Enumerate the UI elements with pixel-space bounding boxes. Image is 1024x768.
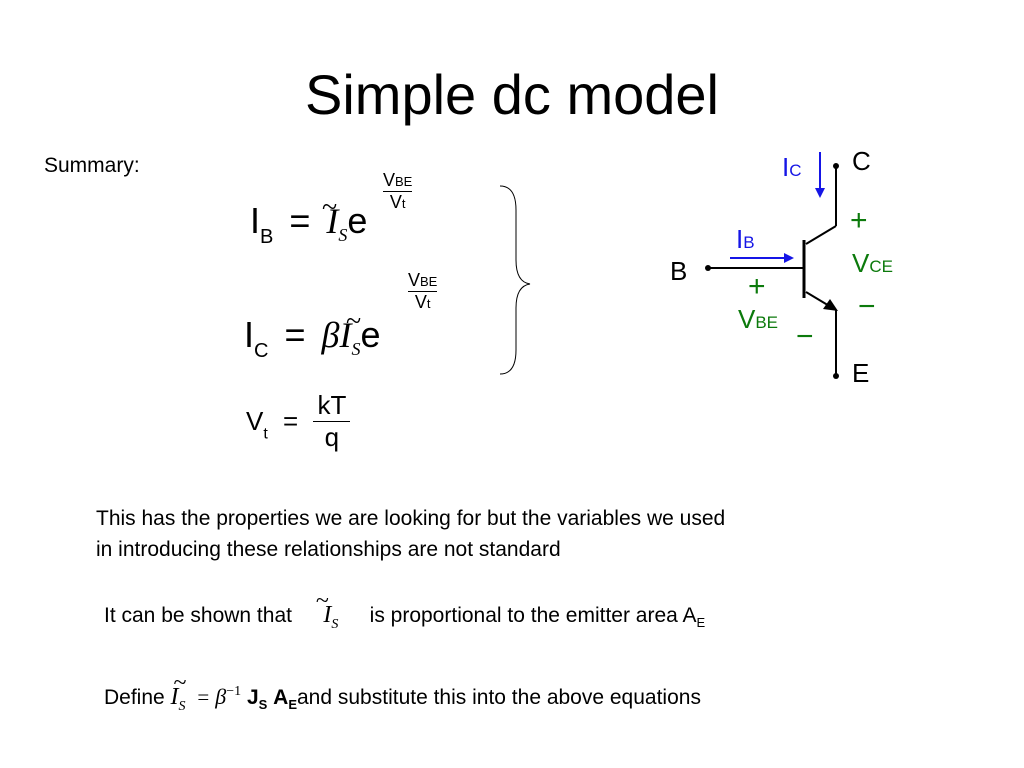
p2-post-subscript: E [696, 615, 706, 630]
equation-vt: Vt = kT q [246, 390, 351, 453]
ic-symbol: I [244, 314, 255, 355]
ic-is-symbol: I [339, 315, 352, 355]
vt-subscript: t [263, 425, 268, 443]
p3-a-subscript: E [288, 697, 297, 712]
collector-diag [805, 225, 837, 245]
p2-symbol: ~IS [315, 588, 339, 632]
ib-exponent: VBE Vt [383, 170, 413, 213]
emitter-arrow [823, 299, 838, 311]
ic-exponent: VBE Vt [408, 270, 438, 313]
vbe-minus: − [796, 320, 814, 353]
ic-exp-base: e [360, 314, 381, 355]
ib-subscript: B [260, 226, 274, 248]
ib-exp-numerator: VBE [383, 170, 413, 192]
vce-minus: − [858, 290, 876, 323]
vce-label: VCE [852, 248, 893, 278]
node-c-dot [833, 163, 839, 169]
p2-pre: It can be shown that [104, 604, 292, 627]
paragraph-define: Define ~IS =β−1 JS AEand substitute this… [104, 670, 701, 722]
vbe-plus: + [748, 270, 766, 303]
p3-post: and substitute this into the above equat… [297, 686, 701, 709]
p2-post: is proportional to the emitter area A [369, 604, 697, 627]
ic-is-subscript: S [351, 339, 361, 359]
vt-symbol: V [246, 406, 264, 436]
p3-tilde: ~ [173, 670, 187, 696]
p3-a: A [273, 686, 289, 709]
ib-is-subscript: S [338, 225, 348, 245]
ib-exp-denominator: Vt [389, 192, 406, 212]
node-c-label: C [852, 146, 871, 176]
ib-exp-base: e [347, 200, 368, 241]
vt-numerator: kT [313, 390, 351, 422]
ic-label: IC [782, 152, 802, 182]
p3-beta-exponent: −1 [226, 684, 242, 699]
p2-tilde: ~ [315, 588, 329, 614]
node-e-dot [833, 373, 839, 379]
p3-symbol: ~IS [170, 670, 187, 714]
vt-fraction: kT q [313, 390, 351, 453]
ic-exp-denominator: Vt [414, 292, 431, 312]
p3-equals: = [197, 685, 210, 709]
ic-tilde: ~ [346, 306, 362, 337]
paragraph-properties-line2: in introducing these relationships are n… [96, 538, 561, 561]
paragraph-properties: This has the properties we are looking f… [96, 503, 725, 565]
p3-j: J [246, 686, 259, 709]
summary-label: Summary: [44, 154, 140, 177]
ib-equals: = [289, 200, 311, 241]
node-b-label: B [670, 256, 687, 286]
p3-pre: Define [104, 686, 165, 709]
ib-is-symbol: I [326, 201, 339, 241]
slide-title: Simple dc model [305, 63, 719, 126]
node-b-dot [705, 265, 711, 271]
vbe-label: VBE [738, 304, 778, 334]
node-e-label: E [852, 358, 869, 388]
p3-j-subscript: S [258, 697, 268, 712]
vt-equals: = [283, 406, 299, 436]
vce-plus: + [850, 204, 868, 237]
ic-exponent-fraction: VBE Vt [408, 270, 438, 313]
paragraph-properties-line1: This has the properties we are looking f… [96, 507, 726, 530]
ic-subscript: C [254, 340, 269, 362]
ic-exp-numerator: VBE [408, 270, 438, 292]
ib-exponent-fraction: VBE Vt [383, 170, 413, 213]
ic-beta: β [321, 315, 340, 355]
equation-ic: IC = βISe [244, 314, 381, 363]
ib-label: IB [736, 224, 755, 254]
equation-ib: IB = ISe [250, 200, 367, 249]
paragraph-proportional: It can be shown that ~IS is proportional… [104, 588, 706, 640]
vt-denominator: q [324, 422, 340, 452]
ib-tilde: ~ [322, 192, 338, 223]
grouping-brace [499, 185, 531, 375]
ic-equals: = [284, 314, 306, 355]
p3-beta: β [215, 684, 227, 709]
bjt-circuit-diagram: C B E IC IB + VCE − + VBE − [670, 146, 893, 388]
ib-symbol: I [250, 200, 261, 241]
